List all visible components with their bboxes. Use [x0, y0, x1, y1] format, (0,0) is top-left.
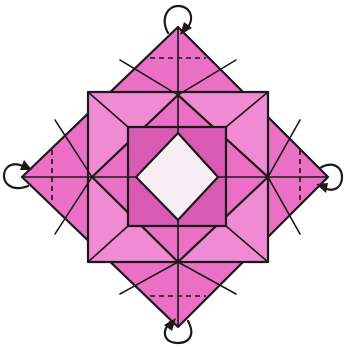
- origami-fold-diagram-icon: [0, 0, 346, 347]
- origami-diagram: [0, 0, 346, 347]
